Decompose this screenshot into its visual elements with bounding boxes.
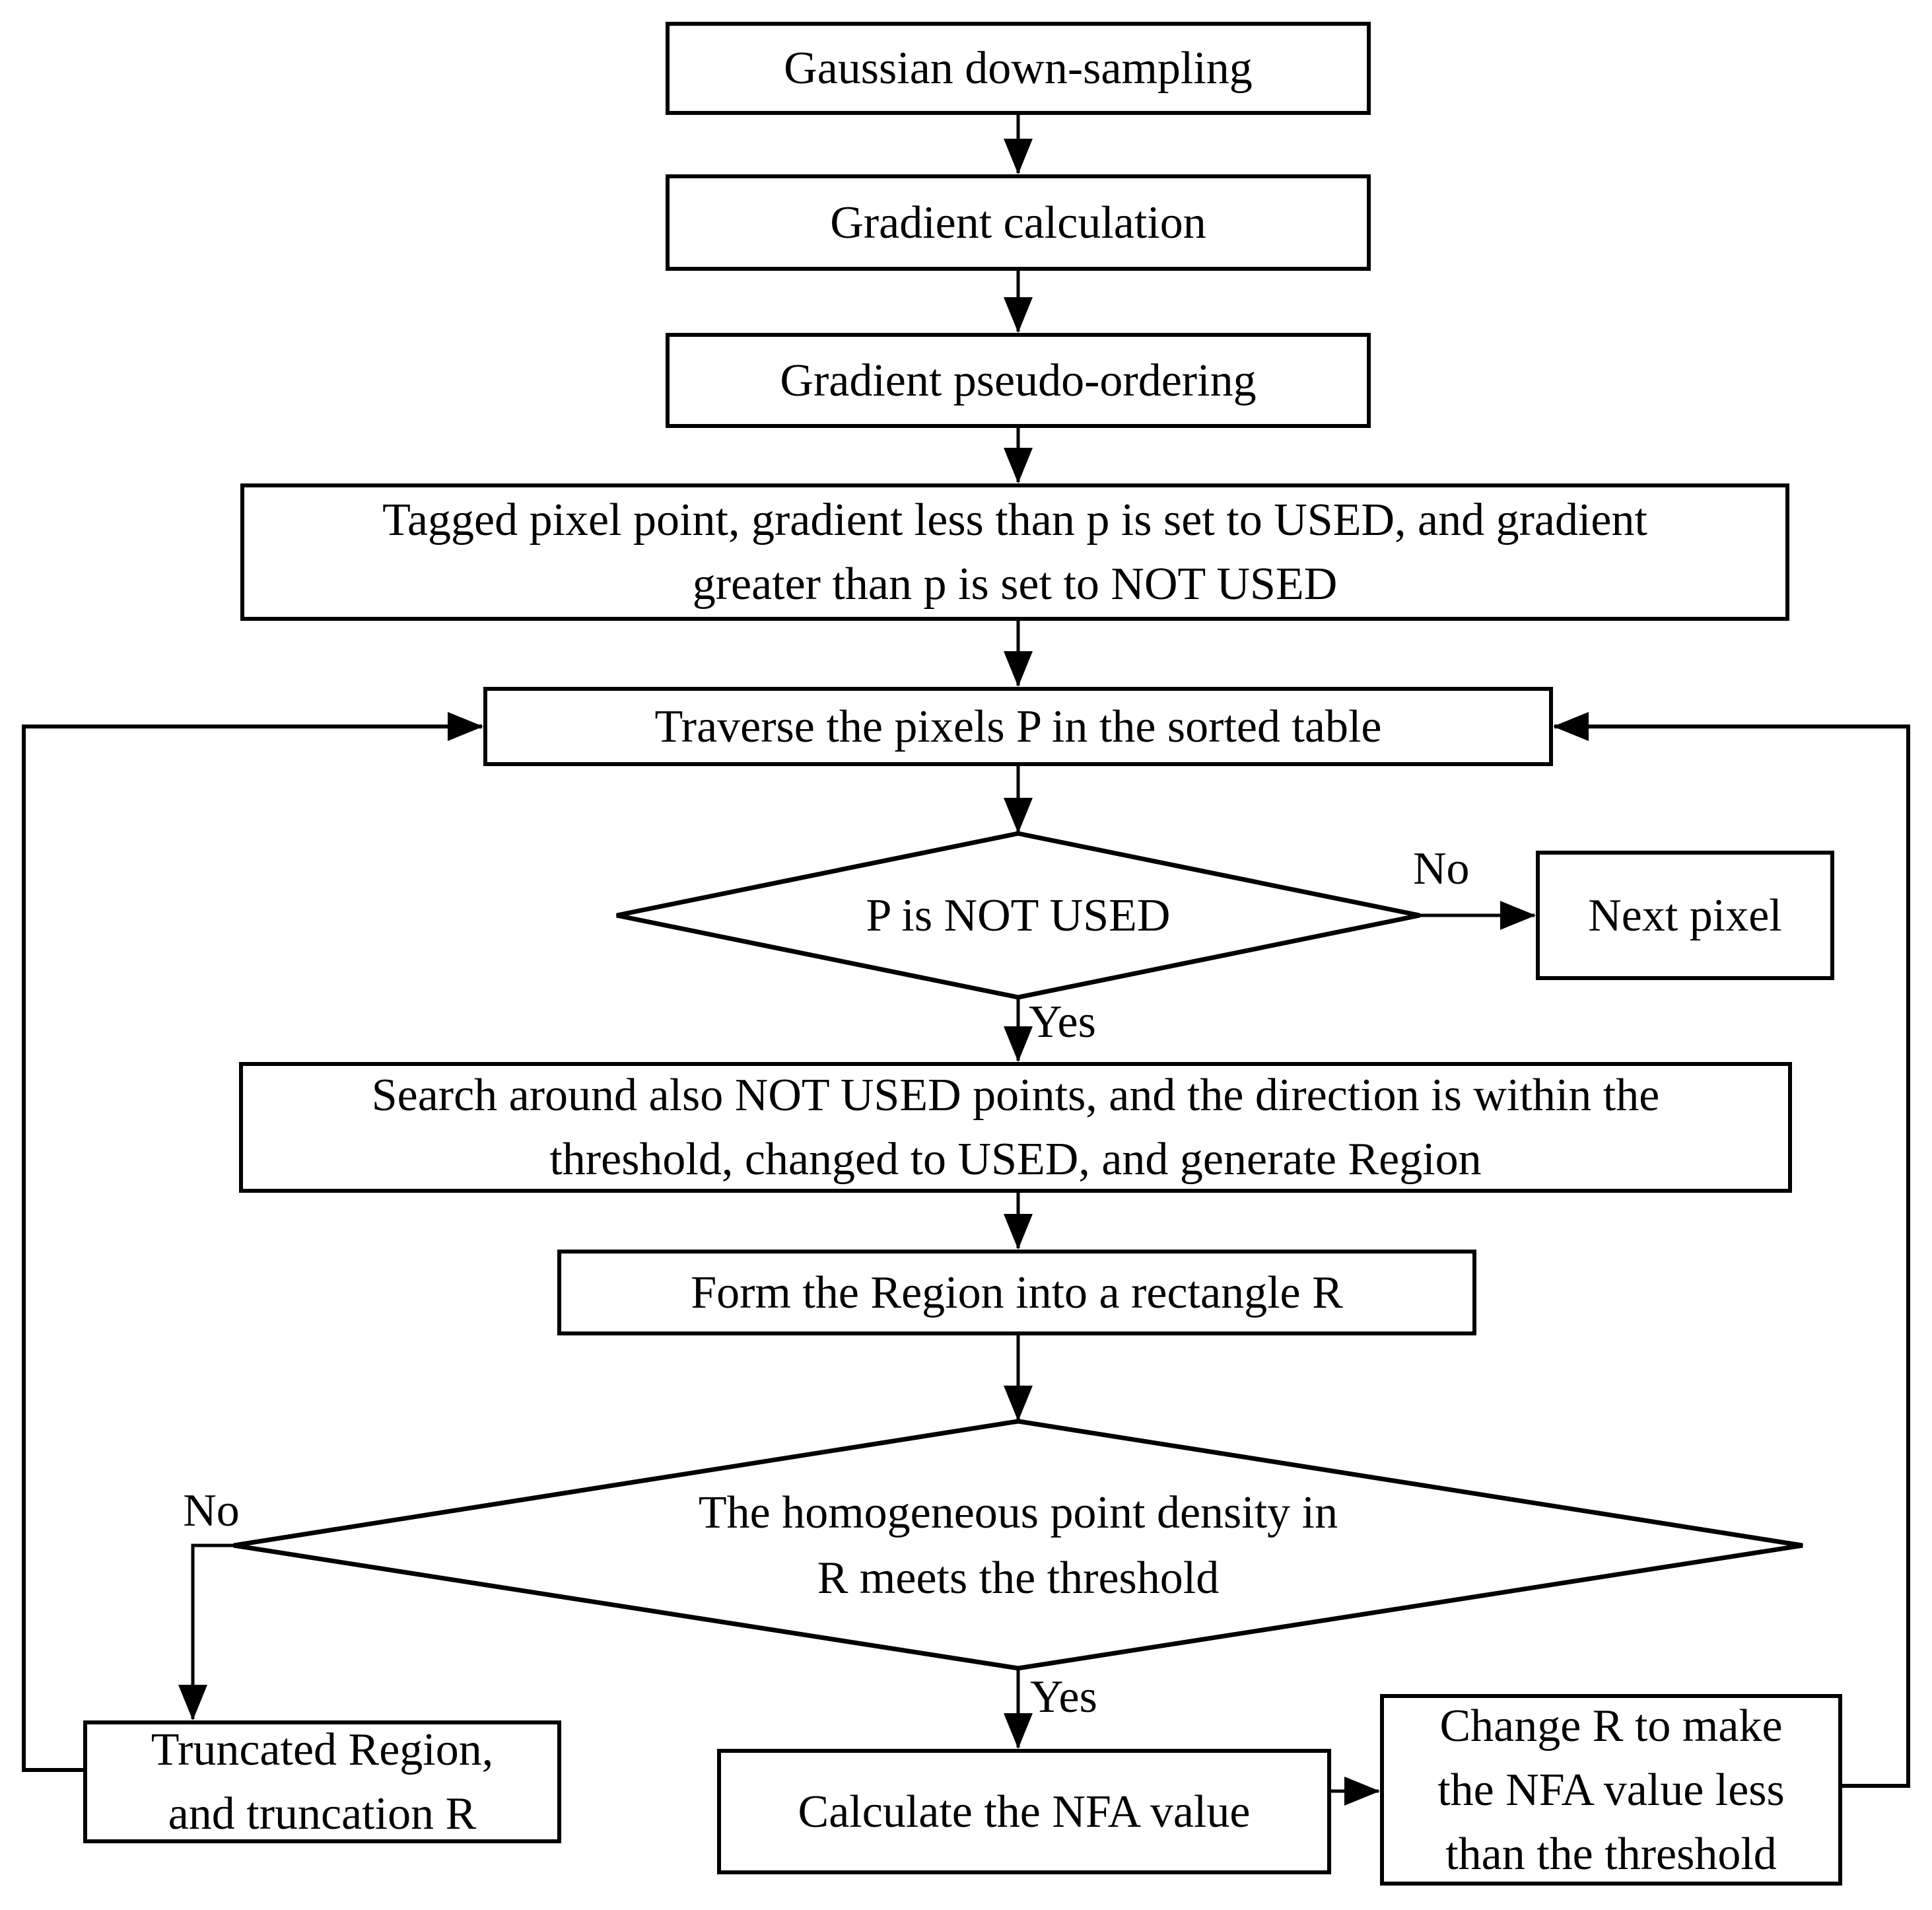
node-gradient-pseudo-ordering: Gradient pseudo-ordering xyxy=(666,333,1371,428)
node-label-line: Truncated Region, xyxy=(151,1724,494,1775)
node-label-line: the NFA value less xyxy=(1437,1764,1785,1816)
node-label-line: threshold, changed to USED, and generate… xyxy=(549,1134,1482,1185)
node-label: Gaussian down-sampling xyxy=(784,43,1253,94)
node-calculate-nfa: Calculate the NFA value xyxy=(717,1749,1331,1874)
node-label: Form the Region into a rectangle R xyxy=(691,1267,1343,1318)
node-label: Gradient calculation xyxy=(830,197,1206,248)
node-label: Calculate the NFA value xyxy=(798,1786,1251,1837)
node-label: Next pixel xyxy=(1588,890,1782,941)
edge-label-no-pixel: No xyxy=(1413,843,1470,894)
edge-label-no-density: No xyxy=(183,1485,240,1536)
node-label: Gradient pseudo-ordering xyxy=(780,355,1257,406)
node-label-line: Tagged pixel point, gradient less than p… xyxy=(382,495,1647,546)
node-next-pixel: Next pixel xyxy=(1536,851,1834,980)
node-truncated-region: Truncated Region, and truncation R xyxy=(83,1720,561,1843)
edge-label-yes-density: Yes xyxy=(1030,1672,1097,1722)
node-search-around: Search around also NOT USED points, and … xyxy=(239,1062,1792,1193)
node-label-line: Search around also NOT USED points, and … xyxy=(371,1070,1660,1121)
node-traverse-pixels: Traverse the pixels P in the sorted tabl… xyxy=(483,687,1553,766)
arrow-no-to-truncated xyxy=(178,1543,234,1720)
decision-p-not-used-label: P is NOT USED xyxy=(866,890,1171,941)
node-label-line: and truncation R xyxy=(168,1788,477,1839)
loop-truncated-to-traverse xyxy=(22,712,483,1772)
node-label-line: greater than p is set to NOT USED xyxy=(692,559,1338,610)
node-gradient-calculation: Gradient calculation xyxy=(666,174,1371,271)
loop-change-r-to-traverse xyxy=(1553,712,1910,1788)
node-form-rectangle: Form the Region into a rectangle R xyxy=(557,1250,1476,1335)
node-label: Traverse the pixels P in the sorted tabl… xyxy=(654,701,1382,752)
node-gaussian-downsampling: Gaussian down-sampling xyxy=(666,22,1371,115)
edge-label-yes-pixel: Yes xyxy=(1029,997,1096,1047)
decision-label-line: R meets the threshold xyxy=(817,1553,1220,1604)
node-label-line: than the threshold xyxy=(1445,1828,1777,1880)
node-label-line: Change R to make xyxy=(1439,1700,1783,1751)
node-change-r: Change R to make the NFA value less than… xyxy=(1380,1694,1842,1886)
decision-label-line: The homogeneous point density in xyxy=(698,1487,1338,1538)
decision-density-label: The homogeneous point density in R meets… xyxy=(688,1480,1348,1611)
node-tagged-pixel-point: Tagged pixel point, gradient less than p… xyxy=(240,483,1789,621)
